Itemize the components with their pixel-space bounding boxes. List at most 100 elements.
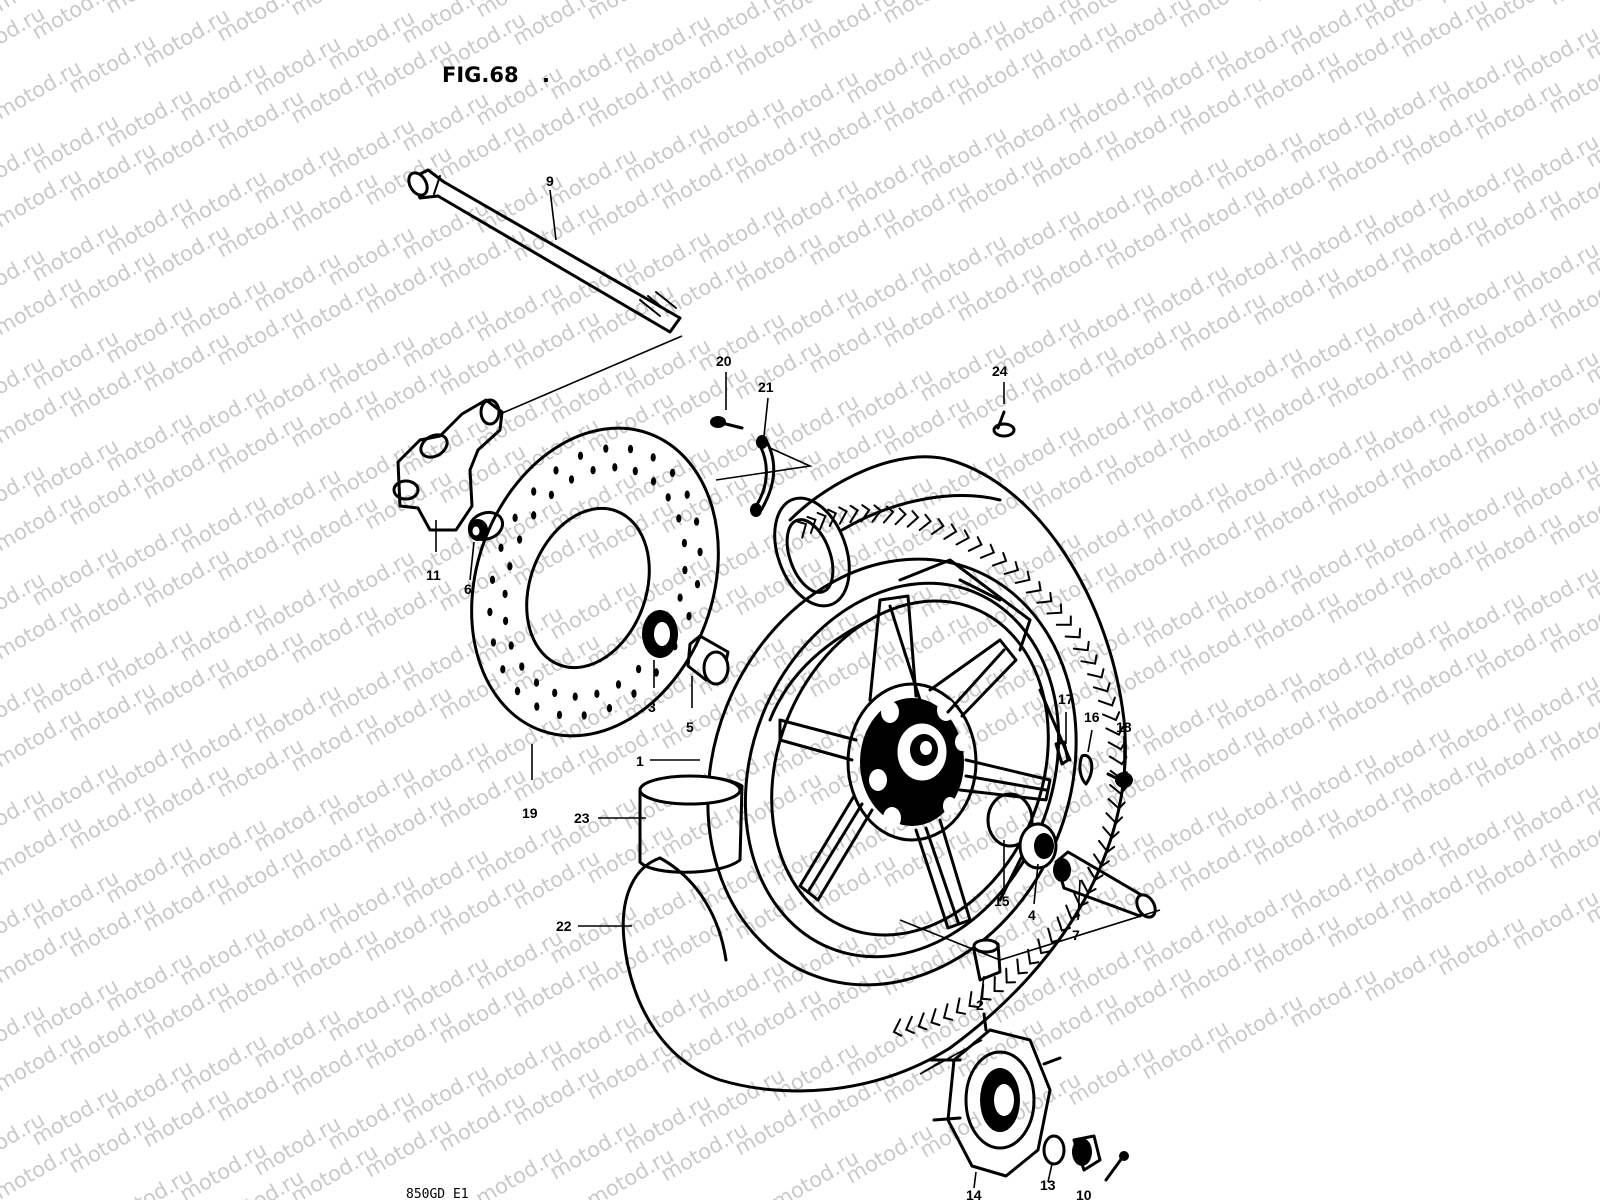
part-13-washer [1042, 1134, 1066, 1166]
disc-hole [682, 565, 688, 575]
label-10: 10 [1076, 1187, 1092, 1200]
tread-block [1109, 755, 1128, 766]
disc-hole [498, 543, 504, 552]
figure-title: FIG.68 [442, 63, 519, 87]
disc-hole [508, 641, 514, 650]
leader-lines [435, 189, 1125, 1189]
disc-hole [572, 692, 578, 701]
part-12-bolt [1104, 1151, 1129, 1182]
flange-guide-line [919, 1039, 983, 1075]
tread-block [1073, 892, 1089, 908]
tread-block [967, 536, 983, 552]
disc-hole [684, 490, 690, 499]
tread-block [1046, 603, 1063, 615]
watermark-text: motod.ru [879, 0, 974, 28]
label-9: 9 [546, 173, 554, 189]
disc-hole [632, 466, 638, 476]
figure-title-group: FIG.68 . [442, 63, 550, 87]
tread-block [1064, 627, 1082, 639]
part-4-bearing [1018, 822, 1058, 870]
tread-block [1105, 812, 1124, 825]
label-5: 5 [686, 719, 694, 735]
tread-block [1102, 711, 1121, 722]
tread-block [1107, 798, 1126, 811]
disc-hole [677, 593, 683, 602]
disc-hole [553, 466, 559, 475]
disc-hole [502, 589, 508, 599]
disc-hole [615, 680, 622, 689]
disc-hole [686, 612, 692, 621]
label-13: 13 [1040, 1177, 1056, 1193]
disc-hole [612, 463, 618, 472]
disc-hole [694, 580, 701, 589]
label-4: 4 [1028, 907, 1036, 923]
tread-block [849, 504, 860, 524]
label-7: 7 [1072, 927, 1080, 943]
tread-block [806, 516, 817, 534]
disc-hole [507, 562, 513, 571]
part-24-valve [992, 410, 1016, 438]
tread-block [1027, 948, 1040, 965]
tread-block [1093, 853, 1110, 868]
disc-hole [669, 468, 676, 478]
tread-block [1109, 784, 1128, 796]
part-20-bolt [710, 416, 744, 430]
tread-block [1047, 927, 1061, 944]
part-3-bearing [642, 610, 678, 658]
tread-block [979, 543, 996, 559]
disc-hole [552, 688, 558, 698]
disc-hole [665, 493, 671, 502]
label-1: 1 [636, 753, 644, 769]
disc-hole [577, 451, 584, 460]
tread-block [943, 523, 958, 540]
label-17: 17 [1058, 691, 1074, 707]
watermark-text: motod.ru [102, 0, 197, 18]
tread-block [871, 504, 883, 523]
part-19-brake-disc [470, 426, 720, 738]
disc-hole [631, 689, 637, 698]
tread-block [860, 504, 871, 523]
figure-title-dot: . [542, 63, 550, 87]
disc-hole [606, 704, 613, 713]
watermark-text: motod.ru [953, 0, 1048, 2]
label-11: 11 [426, 567, 441, 583]
label-22: 22 [556, 918, 572, 934]
watermark-text: motod.ru [583, 0, 678, 24]
tread-block [930, 1008, 941, 1026]
tread-block [1025, 581, 1042, 594]
tread-block [942, 1003, 954, 1021]
tread-block [1098, 839, 1116, 854]
tread-block [1092, 682, 1111, 693]
disc-hole [533, 678, 540, 687]
tread-block [838, 506, 848, 525]
disc-hole [676, 514, 682, 523]
tread-block [1087, 866, 1104, 881]
disc-hole [531, 487, 537, 496]
disc-hole [653, 668, 659, 677]
part-9-front-axle [407, 168, 682, 334]
label-24: 24 [992, 363, 1008, 379]
tread-block [1087, 668, 1105, 679]
part-5-spacer [686, 634, 730, 686]
tread-block [993, 976, 1004, 993]
tread-block [1056, 916, 1071, 932]
tread-block [931, 518, 945, 536]
label-3: 3 [648, 699, 656, 715]
tread-block [1005, 967, 1017, 984]
part-11-fork-bracket [392, 398, 504, 532]
label-19: 19 [522, 805, 538, 821]
part-16-lock-washer [1078, 753, 1094, 786]
disc-hole [512, 513, 518, 522]
disc-hole [517, 535, 523, 544]
part-7-spacer [1053, 850, 1157, 919]
disc-hole [650, 477, 657, 486]
tread-block [955, 529, 971, 546]
disc-hole [514, 686, 521, 696]
tread-block [1065, 904, 1081, 920]
label-23: 23 [574, 810, 590, 826]
disc-hole [487, 607, 493, 617]
part-15-dust-seal [986, 792, 1034, 848]
disc-hole [681, 538, 688, 548]
part-10-nut [1072, 1134, 1102, 1172]
tread-block [892, 1018, 903, 1037]
